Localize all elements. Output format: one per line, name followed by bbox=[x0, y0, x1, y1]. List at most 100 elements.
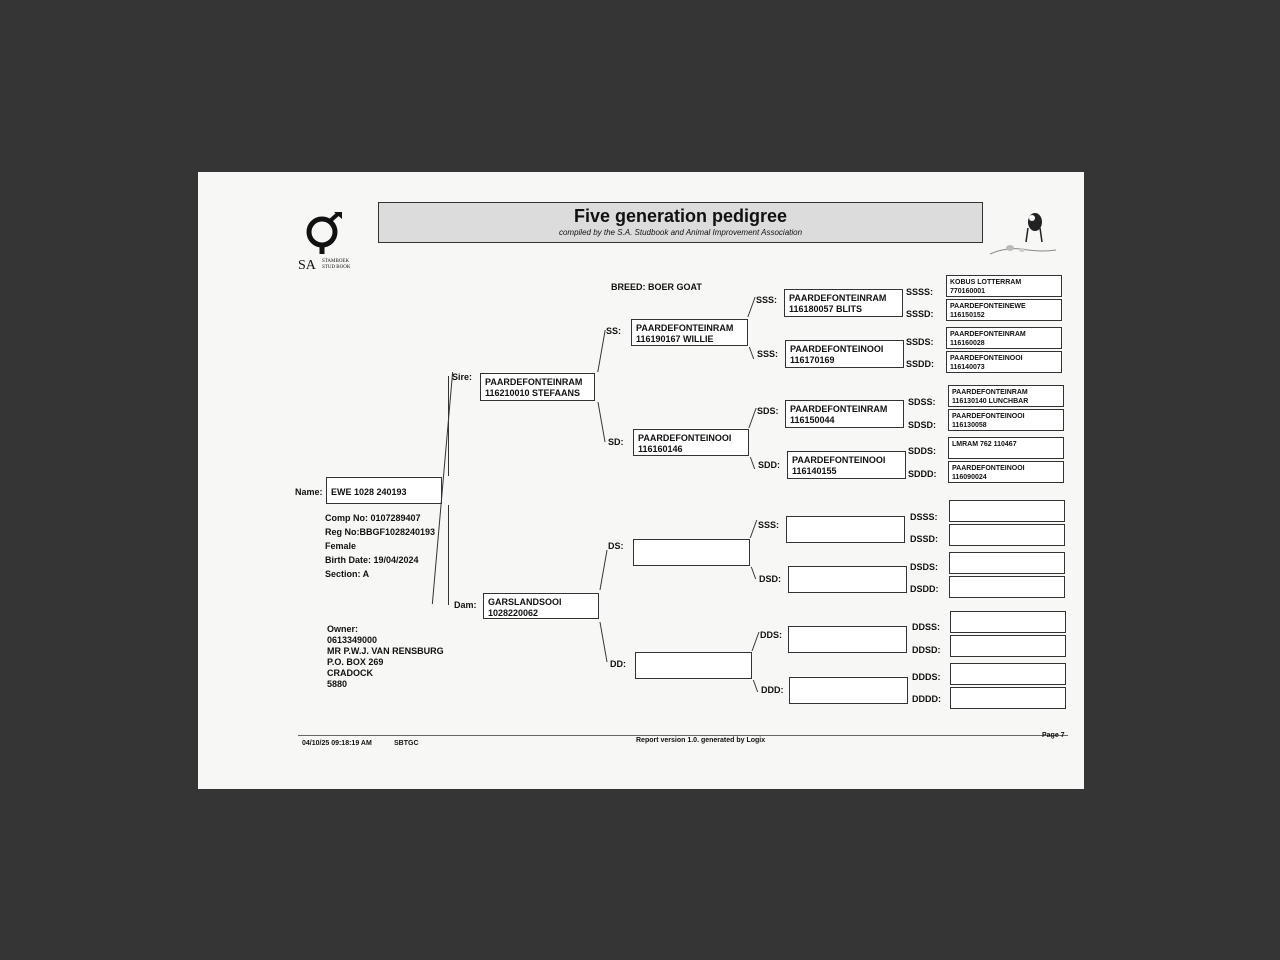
goat-illustration-icon bbox=[989, 213, 1057, 255]
ssds-box: PAARDEFONTEINRAM 116160028 bbox=[946, 327, 1062, 349]
connector bbox=[750, 567, 757, 579]
ss-label: SS: bbox=[606, 326, 622, 336]
connector bbox=[448, 505, 449, 605]
sd-name: PAARDEFONTEINOOI bbox=[638, 433, 732, 443]
ss-number: 116190167 WILLIE bbox=[636, 334, 714, 344]
sss-name: PAARDEFONTEINRAM bbox=[789, 293, 887, 303]
sssd-name: PAARDEFONTEINEWE bbox=[950, 303, 1026, 310]
sds-number: 116150044 bbox=[790, 415, 835, 425]
name-label: Name: bbox=[295, 487, 323, 497]
dsds-box bbox=[949, 552, 1065, 574]
ssd-number: 116170169 bbox=[790, 355, 835, 365]
sddd-number: 116090024 bbox=[952, 474, 987, 481]
dds-box bbox=[788, 626, 907, 653]
owner-info: Owner: 0613349000 MR P.W.J. VAN RENSBURG… bbox=[327, 624, 444, 690]
sdss-label: SDSS: bbox=[908, 397, 936, 407]
studbook-symbol-icon bbox=[306, 212, 342, 254]
ssdd-number: 116140073 bbox=[950, 364, 985, 371]
page-title: Five generation pedigree bbox=[573, 206, 788, 226]
animal-info: Comp No: 0107289407 Reg No:BBGF102824019… bbox=[325, 511, 435, 581]
sddd-label: SDDD: bbox=[908, 469, 937, 479]
sex: Female bbox=[325, 541, 357, 551]
sssd-label: SSSD: bbox=[906, 309, 934, 319]
sdds-box: LMRAM 762 110467 bbox=[948, 437, 1064, 459]
ddsd-box bbox=[950, 635, 1066, 657]
sddd-name: PAARDEFONTEINOOI bbox=[952, 465, 1025, 472]
sire-box: PAARDEFONTEINRAM 116210010 STEFAANS bbox=[480, 373, 595, 401]
ssss-label: SSSS: bbox=[906, 287, 934, 297]
dss-box bbox=[786, 516, 905, 543]
dds-label: DDS: bbox=[760, 630, 782, 640]
ddd-box bbox=[789, 677, 908, 704]
page-subtitle: compiled by the S.A. Studbook and Animal… bbox=[558, 228, 803, 237]
sss-number: 116180057 BLITS bbox=[789, 304, 863, 314]
sss-label: SSS: bbox=[756, 295, 778, 305]
ddss-box bbox=[950, 611, 1066, 633]
sdsd-box: PAARDEFONTEINOOI 116130058 bbox=[948, 409, 1064, 431]
sd-box: PAARDEFONTEINOOI 116160146 bbox=[633, 429, 749, 456]
sdd-label: SDD: bbox=[758, 460, 780, 470]
connector bbox=[751, 632, 760, 651]
connector bbox=[749, 457, 756, 469]
connector bbox=[748, 347, 755, 359]
sdds-label: SDDS: bbox=[908, 446, 937, 456]
dddd-box bbox=[950, 687, 1066, 709]
sire-number: 116210010 STEFAANS bbox=[485, 388, 581, 398]
sds-name: PAARDEFONTEINRAM bbox=[790, 404, 888, 414]
ds-label: DS: bbox=[608, 541, 624, 551]
ssds-number: 116160028 bbox=[950, 340, 985, 347]
dam-number: 1028220062 bbox=[488, 608, 539, 618]
sds-box: PAARDEFONTEINRAM 116150044 bbox=[785, 400, 904, 428]
owner-name: MR P.W.J. VAN RENSBURG bbox=[327, 646, 444, 656]
sds-label: SDS: bbox=[757, 406, 779, 416]
ssss-box: KOBUS LOTTERRAM 770160001 bbox=[946, 275, 1062, 297]
pedigree-document: SA STAMBOEK STUD BOOK Five generation pe… bbox=[198, 172, 1084, 789]
sdsd-name: PAARDEFONTEINOOI bbox=[952, 413, 1025, 420]
ssd-label: SSS: bbox=[757, 349, 779, 359]
section: Section: A bbox=[325, 569, 370, 579]
comp-no: Comp No: 0107289407 bbox=[325, 513, 421, 523]
owner-address-1: P.O. BOX 269 bbox=[327, 657, 384, 667]
connector bbox=[747, 297, 756, 317]
breed-label: BREED: BOER GOAT bbox=[611, 282, 702, 292]
reg-no: Reg No:BBGF1028240193 bbox=[325, 527, 436, 537]
owner-address-2: CRADOCK bbox=[327, 668, 373, 678]
footer-report: Report version 1.0. generated by Logix bbox=[636, 737, 766, 744]
ssdd-box: PAARDEFONTEINOOI 116140073 bbox=[946, 351, 1062, 373]
connector bbox=[597, 402, 606, 442]
ssss-name: KOBUS LOTTERRAM bbox=[950, 279, 1022, 286]
dsds-label: DSDS: bbox=[910, 562, 939, 572]
dss-label: SSS: bbox=[758, 520, 780, 530]
logo-caption-line-1: STAMBOEK bbox=[322, 259, 350, 264]
ssd-box: PAARDEFONTEINOOI 116170169 bbox=[785, 340, 904, 368]
animal-name: EWE 1028 240193 bbox=[331, 487, 407, 497]
ssds-label: SSDS: bbox=[906, 337, 934, 347]
connector bbox=[748, 408, 757, 428]
logo-caption: STAMBOEK STUD BOOK bbox=[322, 259, 350, 271]
sss-box: PAARDEFONTEINRAM 116180057 BLITS bbox=[784, 289, 903, 317]
dam-name: GARSLANDSOOI bbox=[488, 597, 562, 607]
connector bbox=[599, 622, 608, 662]
dsss-box bbox=[949, 500, 1065, 522]
ssdd-name: PAARDEFONTEINOOI bbox=[950, 355, 1023, 362]
connector bbox=[599, 550, 608, 590]
sire-label: Sire: bbox=[452, 372, 473, 382]
ss-name: PAARDEFONTEINRAM bbox=[636, 323, 734, 333]
footer-rule bbox=[298, 735, 1068, 736]
connector bbox=[597, 330, 606, 372]
connector bbox=[448, 376, 449, 476]
connector bbox=[749, 520, 758, 538]
sdd-name: PAARDEFONTEINOOI bbox=[792, 455, 886, 465]
dsss-label: DSSS: bbox=[910, 512, 938, 522]
dam-label: Dam: bbox=[454, 600, 477, 610]
ddds-box bbox=[950, 663, 1066, 685]
dsdd-box bbox=[949, 576, 1065, 598]
dddd-label: DDDD: bbox=[912, 694, 941, 704]
logo-caption-line-2: STUD BOOK bbox=[322, 265, 351, 270]
owner-postcode: 5880 bbox=[327, 679, 348, 689]
connector bbox=[752, 680, 759, 692]
birth-date: Birth Date: 19/04/2024 bbox=[325, 555, 419, 565]
sdss-number: 116130140 LUNCHBAR bbox=[952, 398, 1029, 405]
dsd-box bbox=[788, 566, 907, 593]
ssss-number: 770160001 bbox=[950, 288, 986, 295]
